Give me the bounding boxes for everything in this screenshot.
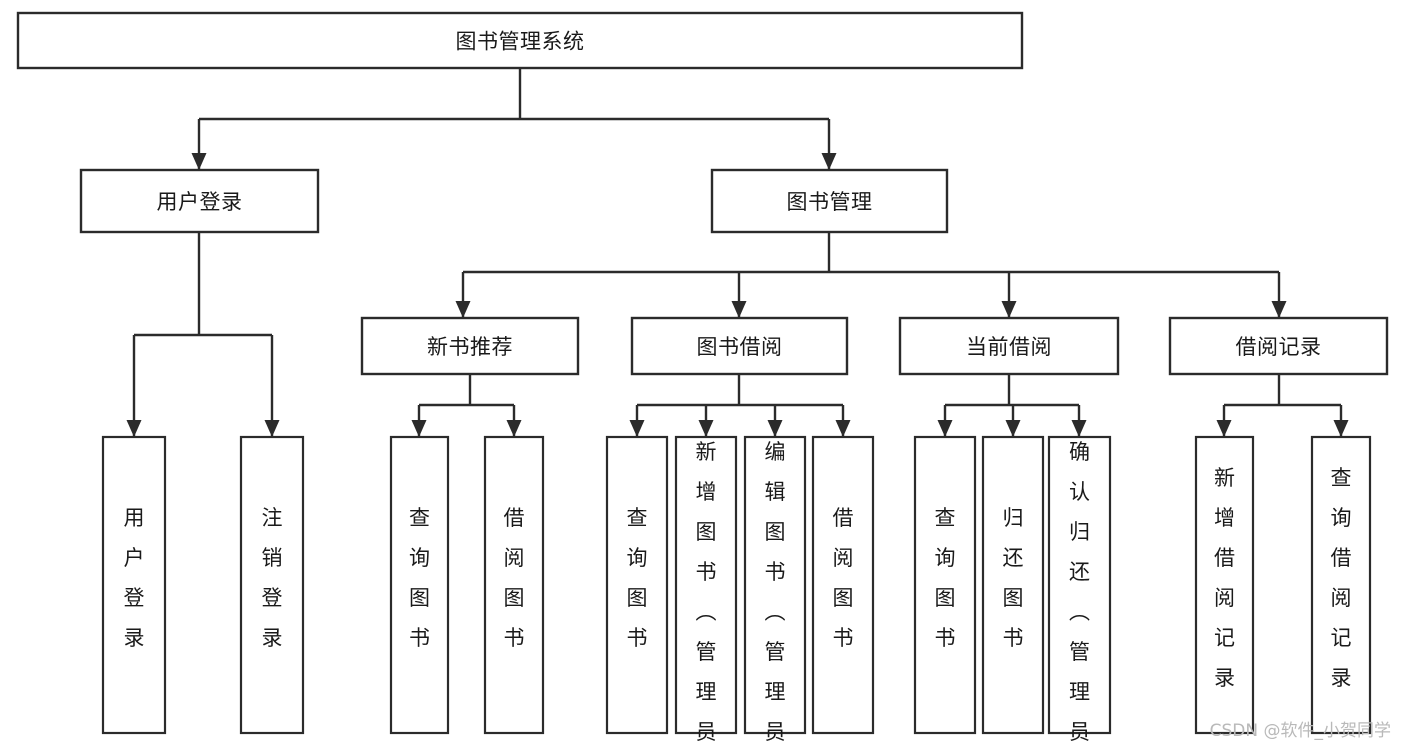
node-box[interactable] bbox=[630, 316, 849, 376]
node-box[interactable] bbox=[79, 168, 320, 234]
edge-arrowhead bbox=[1333, 420, 1349, 437]
node-box[interactable] bbox=[1310, 435, 1372, 735]
node-label: 新增图书︵管理员︶ bbox=[696, 440, 717, 747]
edges-layer bbox=[126, 68, 1349, 437]
node-label: 注销登录 bbox=[262, 506, 283, 650]
node-box[interactable] bbox=[483, 435, 545, 735]
node-current-borrow[interactable]: 当前借阅 bbox=[898, 316, 1120, 376]
edge-arrowhead bbox=[698, 420, 714, 437]
node-box[interactable] bbox=[743, 435, 807, 735]
node-box[interactable] bbox=[811, 435, 875, 735]
node-box[interactable] bbox=[360, 316, 580, 376]
node-label: 图书借阅 bbox=[697, 335, 783, 359]
node-box[interactable] bbox=[1168, 316, 1389, 376]
node-label: 借阅图书 bbox=[833, 506, 854, 650]
node-box[interactable] bbox=[1047, 435, 1112, 735]
edge-arrowhead bbox=[1216, 420, 1232, 437]
edge-arrowhead bbox=[629, 420, 645, 437]
node-leaf-logout-login[interactable]: 注销登录 bbox=[239, 435, 305, 735]
edge-arrowhead bbox=[937, 420, 953, 437]
edge-arrowhead bbox=[411, 420, 427, 437]
node-borrow-record[interactable]: 借阅记录 bbox=[1168, 316, 1389, 376]
edge-book-borrow bbox=[629, 374, 851, 437]
node-leaf-user-login[interactable]: 用户登录 bbox=[101, 435, 167, 735]
node-leaf-query-book-recommend[interactable]: 查询图书 bbox=[389, 435, 450, 735]
node-box[interactable] bbox=[710, 168, 949, 234]
edge-arrowhead bbox=[767, 420, 783, 437]
node-label: 用户登录 bbox=[157, 190, 243, 214]
node-box[interactable] bbox=[101, 435, 167, 735]
edge-arrowhead bbox=[191, 153, 207, 170]
node-label: 查询图书 bbox=[935, 506, 956, 650]
node-leaf-edit-book-admin[interactable]: 编辑图书︵管理员︶ bbox=[743, 435, 807, 747]
node-label: 用户登录 bbox=[124, 506, 145, 650]
edge-new-book-recommend bbox=[411, 374, 522, 437]
edge-arrowhead bbox=[1005, 420, 1021, 437]
node-label: 查询图书 bbox=[627, 506, 648, 650]
nodes-layer: 图书管理系统用户登录图书管理新书推荐图书借阅当前借阅借阅记录用户登录注销登录查询… bbox=[16, 11, 1389, 747]
edge-user-login bbox=[126, 232, 280, 437]
node-label: 编辑图书︵管理员︶ bbox=[765, 440, 786, 747]
node-box[interactable] bbox=[674, 435, 738, 735]
node-label: 确认归还︵管理员︶ bbox=[1069, 440, 1090, 747]
edge-book-manage bbox=[455, 232, 1287, 318]
edge-arrowhead bbox=[835, 420, 851, 437]
node-leaf-borrow-book-recommend[interactable]: 借阅图书 bbox=[483, 435, 545, 735]
node-leaf-confirm-return-admin[interactable]: 确认归还︵管理员︶ bbox=[1047, 435, 1112, 747]
edge-arrowhead bbox=[1001, 301, 1017, 318]
edge-current-borrow bbox=[937, 374, 1087, 437]
node-new-book-recommend[interactable]: 新书推荐 bbox=[360, 316, 580, 376]
node-label: 查询图书 bbox=[409, 506, 430, 650]
node-leaf-return-book[interactable]: 归还图书 bbox=[981, 435, 1045, 735]
edge-arrowhead bbox=[821, 153, 837, 170]
edge-arrowhead bbox=[126, 420, 142, 437]
node-label: 新书推荐 bbox=[427, 335, 513, 359]
edge-root bbox=[191, 68, 837, 170]
node-leaf-borrow-book[interactable]: 借阅图书 bbox=[811, 435, 875, 735]
node-label: 借阅图书 bbox=[504, 506, 525, 650]
node-book-manage[interactable]: 图书管理 bbox=[710, 168, 949, 234]
edge-arrowhead bbox=[1071, 420, 1087, 437]
edge-arrowhead bbox=[455, 301, 471, 318]
node-box[interactable] bbox=[898, 316, 1120, 376]
node-box[interactable] bbox=[605, 435, 669, 735]
edge-arrowhead bbox=[731, 301, 747, 318]
node-root[interactable]: 图书管理系统 bbox=[16, 11, 1024, 70]
edge-borrow-record bbox=[1216, 374, 1349, 437]
node-book-borrow[interactable]: 图书借阅 bbox=[630, 316, 849, 376]
node-box[interactable] bbox=[16, 11, 1024, 70]
csdn-watermark: CSDN @软件_小贺同学 bbox=[1209, 721, 1391, 741]
node-box[interactable] bbox=[239, 435, 305, 735]
edge-arrowhead bbox=[1271, 301, 1287, 318]
node-box[interactable] bbox=[913, 435, 977, 735]
node-label: 查询借阅记录 bbox=[1331, 466, 1352, 690]
edge-arrowhead bbox=[506, 420, 522, 437]
node-label: 当前借阅 bbox=[966, 335, 1052, 359]
node-label: 归还图书 bbox=[1003, 506, 1024, 650]
node-label: 图书管理 bbox=[787, 190, 873, 214]
node-box[interactable] bbox=[1194, 435, 1255, 735]
node-label: 借阅记录 bbox=[1236, 335, 1322, 359]
node-leaf-add-borrow-record[interactable]: 新增借阅记录 bbox=[1194, 435, 1255, 735]
node-leaf-query-book-borrow[interactable]: 查询图书 bbox=[605, 435, 669, 735]
node-label: 新增借阅记录 bbox=[1214, 466, 1235, 690]
node-leaf-query-borrow-record[interactable]: 查询借阅记录 bbox=[1310, 435, 1372, 735]
node-box[interactable] bbox=[981, 435, 1045, 735]
node-box[interactable] bbox=[389, 435, 450, 735]
node-leaf-add-book-admin[interactable]: 新增图书︵管理员︶ bbox=[674, 435, 738, 747]
node-label: 图书管理系统 bbox=[456, 30, 585, 54]
node-user-login[interactable]: 用户登录 bbox=[79, 168, 320, 234]
edge-arrowhead bbox=[264, 420, 280, 437]
node-leaf-query-book-current[interactable]: 查询图书 bbox=[913, 435, 977, 735]
